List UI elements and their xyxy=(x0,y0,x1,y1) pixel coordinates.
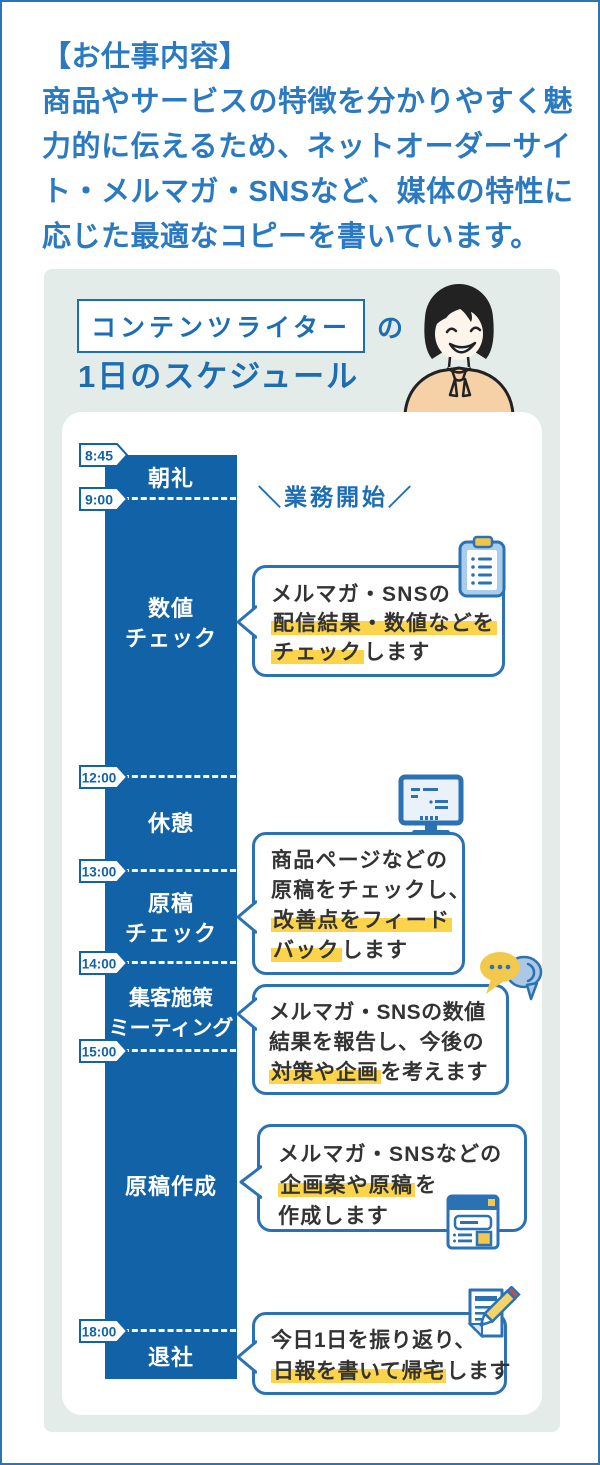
note-pencil-icon xyxy=(460,1285,522,1353)
bubble-line: 対策や企画を考えます xyxy=(269,1061,488,1084)
activity-meeting: 集客施策 ミーティング xyxy=(108,987,234,1040)
time-badge-1200: 12:00 xyxy=(79,765,129,789)
bubble-line: メルマガ・SNSの xyxy=(271,583,451,606)
bubble-line: メルマガ・SNSの数値 xyxy=(269,1001,486,1024)
bubble-suchi-check: メルマガ・SNSの配信結果・数値などをチェックします xyxy=(252,565,505,677)
dash-line-18:00 xyxy=(114,1329,236,1332)
activity-genko-check: 原稿 チェック xyxy=(124,891,217,946)
bubble-line: バックします xyxy=(271,939,409,962)
dash-line-15:00 xyxy=(114,1049,236,1052)
bubble-line: 企画案や原稿を xyxy=(278,1174,438,1197)
time-badge-1800: 18:00 xyxy=(79,1319,129,1343)
dash-line-9:00 xyxy=(114,497,236,500)
intro-heading: 【お仕事内容】 xyxy=(42,41,249,73)
chat-icon xyxy=(478,950,544,1009)
bubble-line: メルマガ・SNSなどの xyxy=(278,1143,503,1166)
svg-text:13:00: 13:00 xyxy=(82,865,117,880)
svg-text:12:00: 12:00 xyxy=(82,771,117,786)
activity-genko-sakusei: 原稿作成 xyxy=(124,1174,217,1199)
title-particle: の xyxy=(377,312,404,343)
bubble-line: 作成します xyxy=(278,1205,389,1228)
activity-taisha: 退社 xyxy=(147,1345,194,1370)
bubble-tail xyxy=(235,995,258,1038)
bubble-line: 配信結果・数値などを xyxy=(271,612,497,635)
svg-text:14:00: 14:00 xyxy=(82,957,117,972)
bubble-line: 日報を書いて帰宅します xyxy=(271,1360,511,1383)
bubble-tail xyxy=(235,603,258,646)
bubble-line: 商品ページなどの xyxy=(271,849,449,872)
svg-text:15:00: 15:00 xyxy=(82,1045,117,1060)
intro-body: 商品やサービスの特徴を分かりやすく魅力的に伝えるため、ネットオーダーサイト・メル… xyxy=(42,86,574,253)
bubble-tail xyxy=(238,1163,263,1206)
woman-illustration xyxy=(397,273,537,419)
time-badge-900: 9:00 xyxy=(79,487,129,511)
title-row: コンテンツライター の xyxy=(77,299,403,353)
bubble-meeting: メルマガ・SNSの数値結果を報告し、今後の対策や企画を考えます xyxy=(252,984,509,1095)
bubble-line: 今日1日を振り返り、 xyxy=(271,1329,476,1352)
business-start-note: ＼業務開始／ xyxy=(258,484,414,510)
bubble-line: 結果を報告し、今後の xyxy=(269,1031,484,1054)
job-title-box: コンテンツライター xyxy=(77,299,366,353)
activity-suchi: 数値 チェック xyxy=(124,596,217,651)
intro-block: 【お仕事内容】 商品やサービスの特徴を分かりやすく魅力的に伝えるため、ネットオー… xyxy=(42,35,574,260)
svg-text:9:00: 9:00 xyxy=(85,492,113,508)
dash-line-13:00 xyxy=(114,869,236,872)
activity-chorei: 朝礼 xyxy=(147,466,194,491)
bubble-line: チェックします xyxy=(271,641,431,664)
bubble-tail xyxy=(235,898,258,941)
dash-line-14:00 xyxy=(114,961,236,964)
bubble-genko-check: 商品ページなどの原稿をチェックし、改善点をフィードバックします xyxy=(252,832,471,975)
monitor-icon xyxy=(398,774,464,841)
time-badge-845: 8:45 xyxy=(79,443,129,467)
schedule-subtitle: 1日のスケジュール xyxy=(78,359,360,394)
clipboard-icon xyxy=(454,534,512,605)
browser-icon xyxy=(446,1194,500,1257)
bubble-taisha: 今日1日を振り返り、日報を書いて帰宅します xyxy=(252,1312,511,1395)
svg-text:18:00: 18:00 xyxy=(82,1325,117,1340)
dash-line-12:00 xyxy=(114,775,236,778)
timeline-bar xyxy=(105,455,237,1379)
bubble-line: 改善点をフィード xyxy=(271,909,453,932)
svg-text:8:45: 8:45 xyxy=(85,448,113,464)
time-badge-1400: 14:00 xyxy=(79,951,129,975)
bubble-tail xyxy=(235,1338,258,1381)
time-badge-1500: 15:00 xyxy=(79,1039,129,1063)
time-badge-1300: 13:00 xyxy=(79,859,129,883)
bubble-line: 原稿をチェックし、 xyxy=(271,879,471,902)
activity-kyukei: 休憩 xyxy=(147,811,194,836)
